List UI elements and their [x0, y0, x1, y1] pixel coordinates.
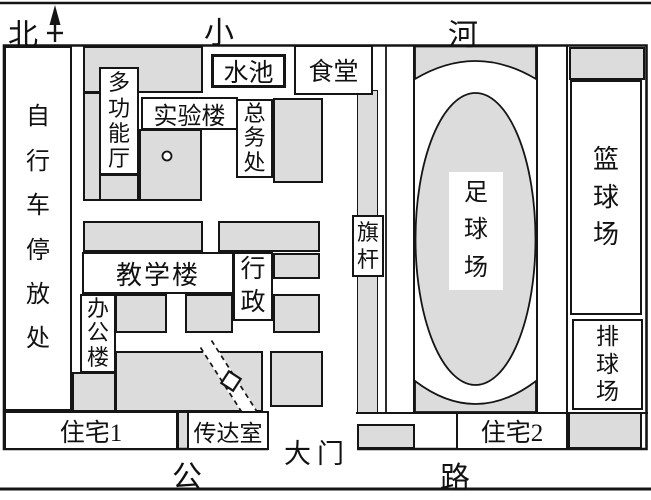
laboratory-building: 实验楼	[141, 97, 238, 130]
teaching-building: 教学楼	[82, 252, 234, 294]
building-block	[270, 351, 323, 407]
general-affairs-office: 总务处	[236, 99, 273, 178]
building-block	[83, 221, 203, 252]
canteen: 食堂	[294, 45, 373, 95]
building-block	[273, 253, 320, 279]
water-pool: 水池	[211, 54, 286, 88]
road-label-east: 路	[440, 462, 470, 495]
building-block	[357, 424, 415, 449]
volleyball-court: 排球场	[572, 319, 643, 410]
building-block	[115, 294, 167, 333]
north-arrow-icon	[47, 5, 63, 42]
road-label-west: 公	[172, 461, 202, 494]
basketball-court: 篮球场	[570, 80, 642, 315]
building-block	[568, 412, 642, 449]
administration-building: 行政	[233, 252, 273, 321]
building-block	[185, 294, 233, 333]
residence-1: 住宅1	[4, 411, 178, 450]
building-block	[72, 372, 116, 412]
building-block	[273, 294, 320, 333]
north-label: 北	[8, 19, 38, 52]
building-block	[569, 47, 645, 80]
residence-2: 住宅2	[456, 412, 568, 450]
main-gate-label: 大门	[284, 439, 350, 469]
flagpole: 旗杆	[352, 215, 384, 277]
building-block	[115, 351, 263, 412]
reception-room: 传达室	[187, 411, 269, 450]
building-block	[139, 129, 202, 201]
building-block	[218, 221, 320, 252]
building-block	[273, 98, 323, 183]
river-label-east: 河	[448, 19, 478, 52]
office-building: 办公楼	[80, 294, 116, 373]
multifunction-hall: 多功能厅	[99, 67, 139, 175]
bicycle-parking-area: 自行车停放处	[4, 46, 72, 411]
building-block	[99, 174, 139, 201]
football-field-label: 足球场	[449, 172, 503, 290]
river-label-west: 小	[204, 17, 234, 50]
